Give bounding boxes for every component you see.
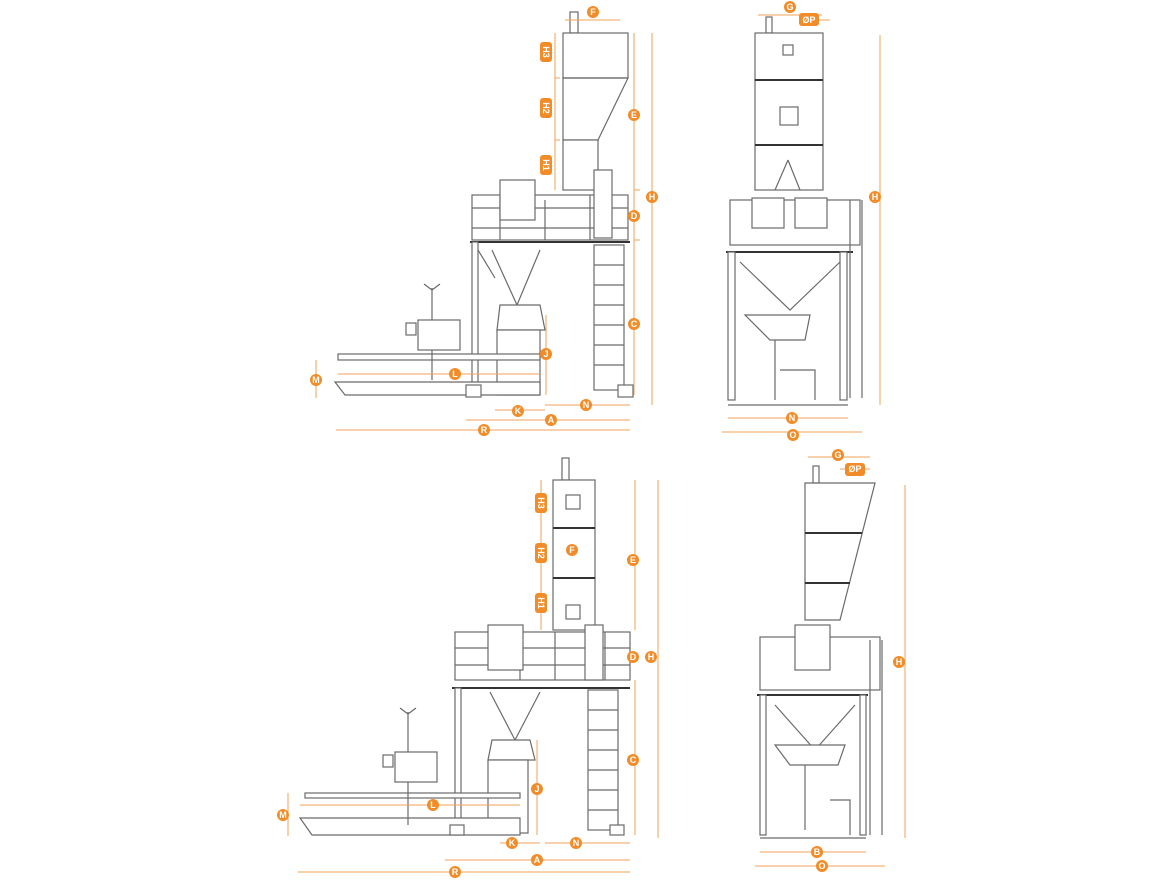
dim-label-K: K: [506, 837, 518, 849]
dim-label-R: R: [478, 424, 490, 436]
dim-label-N: N: [786, 412, 798, 424]
dim-label-B: B: [811, 846, 823, 858]
svg-text:ØP: ØP: [802, 15, 815, 25]
dim-label-N: N: [580, 399, 592, 411]
svg-text:J: J: [534, 784, 539, 794]
svg-text:H: H: [872, 192, 879, 202]
dim-label-H: H: [893, 656, 905, 668]
dim-label-H3: H3: [535, 493, 547, 513]
svg-text:E: E: [630, 555, 636, 565]
front-view-2: G ØP H B O: [755, 449, 906, 872]
svg-text:O: O: [818, 861, 825, 871]
svg-text:H1: H1: [536, 597, 546, 609]
dim-label-H2: H2: [535, 543, 547, 563]
dim-label-J: J: [531, 783, 543, 795]
dim-label-H1: H1: [535, 593, 547, 613]
svg-text:C: C: [631, 319, 638, 329]
dim-label-A: A: [545, 414, 557, 426]
svg-text:H: H: [896, 657, 903, 667]
side-view-1: F H3 H2 H1 E H D C J M L K N A R: [310, 6, 658, 436]
belt-conveyor: [333, 381, 541, 396]
feeder-motor: [593, 169, 613, 239]
dim-label-O: O: [816, 860, 828, 872]
side-view-2: H3 H2 F H1 E D H C J M L K N A R: [277, 457, 659, 878]
svg-text:H: H: [649, 192, 656, 202]
dim-label-G: G: [832, 449, 844, 461]
svg-text:M: M: [279, 810, 287, 820]
svg-text:O: O: [789, 430, 796, 440]
frame-leg: [471, 241, 479, 396]
front-view-1: G ØP H N O: [722, 1, 881, 441]
sewing-machine: [417, 319, 461, 351]
svg-text:D: D: [630, 652, 637, 662]
svg-text:H3: H3: [536, 497, 546, 509]
svg-text:F: F: [590, 7, 596, 17]
svg-text:N: N: [789, 413, 796, 423]
dim-label-OP: ØP: [799, 13, 819, 26]
dim-label-K: K: [512, 405, 524, 417]
dim-label-F: F: [587, 6, 599, 18]
svg-text:R: R: [481, 425, 488, 435]
svg-text:L: L: [430, 800, 436, 810]
silo-cone-section: [562, 77, 629, 141]
svg-text:H2: H2: [541, 102, 551, 114]
dim-label-J: J: [540, 348, 552, 360]
ladder: [587, 689, 619, 831]
svg-text:H2: H2: [536, 547, 546, 559]
dim-label-C: C: [628, 318, 640, 330]
svg-text:N: N: [583, 400, 590, 410]
svg-text:H: H: [648, 652, 655, 662]
svg-text:R: R: [452, 867, 459, 877]
weigh-unit: [499, 179, 536, 221]
svg-text:L: L: [452, 369, 458, 379]
ladder: [593, 244, 625, 391]
svg-text:H3: H3: [541, 46, 551, 58]
silo-upper-section: [562, 32, 629, 79]
dim-label-OP: ØP: [845, 463, 865, 476]
dim-label-L: L: [427, 799, 439, 811]
svg-text:H1: H1: [541, 159, 551, 171]
svg-text:G: G: [786, 2, 793, 12]
dim-label-H: H: [646, 191, 658, 203]
svg-text:C: C: [630, 755, 637, 765]
svg-text:D: D: [631, 211, 638, 221]
svg-text:M: M: [312, 375, 320, 385]
svg-text:F: F: [569, 545, 575, 555]
vent-cap: [569, 11, 579, 34]
svg-text:K: K: [509, 838, 516, 848]
svg-text:N: N: [573, 838, 580, 848]
dim-label-R: R: [449, 866, 461, 878]
dim-label-G: G: [784, 1, 796, 13]
dim-label-E: E: [627, 554, 639, 566]
dim-label-D: D: [628, 210, 640, 222]
svg-text:J: J: [543, 349, 548, 359]
dim-label-O: O: [787, 429, 799, 441]
dim-label-H: H: [645, 651, 657, 663]
dim-label-N: N: [570, 837, 582, 849]
dim-label-H2: H2: [540, 98, 552, 118]
dim-label-A: A: [531, 854, 543, 866]
svg-text:E: E: [631, 110, 637, 120]
conveyor-upper: [337, 353, 541, 361]
silo-lower-section: [562, 139, 599, 191]
dim-label-E: E: [628, 109, 640, 121]
dim-label-L: L: [449, 368, 461, 380]
dim-label-H3: H3: [540, 42, 552, 62]
dim-label-F: F: [566, 544, 578, 556]
svg-text:A: A: [548, 415, 555, 425]
svg-text:A: A: [534, 855, 541, 865]
platform: [454, 631, 631, 681]
dim-label-H1: H1: [540, 155, 552, 175]
svg-text:B: B: [814, 847, 821, 857]
svg-text:K: K: [515, 406, 522, 416]
dim-label-M: M: [310, 374, 322, 386]
svg-text:ØP: ØP: [848, 464, 861, 474]
dim-label-D: D: [627, 651, 639, 663]
silo-cone: [804, 482, 876, 621]
dim-label-H: H: [869, 191, 881, 203]
dim-label-C: C: [627, 754, 639, 766]
svg-text:G: G: [834, 450, 841, 460]
bagging-spout: [496, 304, 546, 331]
dim-label-M: M: [277, 809, 289, 821]
